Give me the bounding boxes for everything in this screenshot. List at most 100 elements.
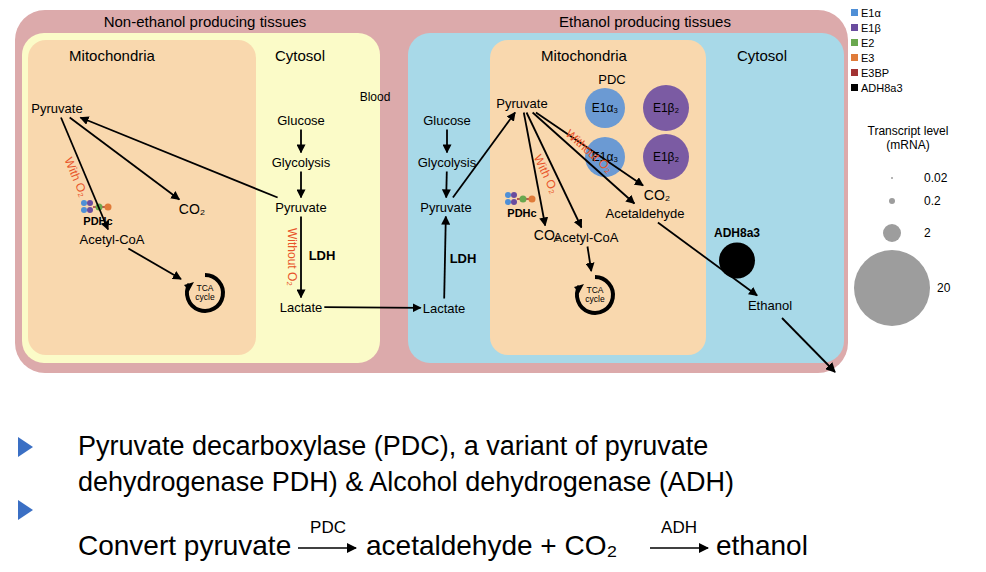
legend-swatch [851, 84, 858, 91]
legend-heading: Transcript level (mRNA) [858, 124, 958, 152]
metabolite-label: Glycolysis [418, 155, 477, 170]
metabolite-text: Lactate [423, 301, 466, 316]
legend-text: 0.02 [924, 171, 947, 185]
compartment-box: BloodNon-ethanol producing tissuesCytoso… [15, 10, 848, 373]
bullet-marker [18, 500, 33, 520]
legend-size-circle [889, 198, 895, 204]
region-label: Cytosol [737, 47, 787, 64]
reaction-arrow [650, 547, 708, 549]
metabolite-label: Pyruvate [496, 96, 547, 111]
metabolite-label: CO₂ [644, 188, 670, 203]
edge-label: Without O₂ [285, 228, 299, 286]
subunit-label: E1β₂ [653, 150, 679, 164]
metabolite-text: Lactate [280, 300, 323, 315]
complex-node: PDHc [504, 191, 540, 219]
legend-text: E1α [861, 7, 881, 19]
metabolite-text: CO₂ [179, 201, 205, 217]
transcript-circle [719, 243, 755, 279]
region-label: PDC [598, 72, 625, 87]
compartment-box: MitochondriaPyruvatePDCE1α₃E1β₂E1α₃E1β₂P… [490, 40, 706, 355]
legend-swatch [851, 54, 858, 61]
enzyme-complex: PDCE1α₃E1β₂E1α₃E1β₂ [578, 70, 700, 190]
cycle-node: TCA cycle [183, 271, 227, 315]
metabolite-label: Acetyl-CoA [79, 232, 144, 247]
metabolite-text: Glucose [277, 113, 325, 128]
metabolite-label: Glycolysis [272, 155, 331, 170]
metabolite-text: Pyruvate [420, 200, 471, 215]
metabolite-text: Pyruvate [275, 200, 326, 215]
metabolite-label: Glucose [423, 113, 471, 128]
legend-size-circle [883, 224, 901, 242]
text-label: ethanol [716, 530, 808, 562]
metabolite-label: CO₂ [179, 202, 205, 217]
legend-text: E3 [861, 52, 874, 64]
region-label: Cytosol [275, 47, 325, 64]
subunit-label: E1β₂ [653, 101, 679, 115]
metabolite-label: Ethanol [748, 298, 792, 313]
subunit-circle: E1β₂ [643, 134, 689, 180]
cycle-label: TCA cycle [190, 284, 220, 302]
complex-label: PDHc [507, 207, 536, 219]
text-label: ADH [661, 518, 697, 538]
metabolite-text: CO₂ [644, 187, 670, 203]
complex-icon [504, 191, 540, 207]
metabolite-label: Lactate [280, 300, 323, 315]
metabolite-text: Glucose [423, 113, 471, 128]
compartment-box: Ethanol producing tissuesCytosolMitochon… [408, 33, 844, 363]
text-label: PDC [310, 518, 346, 538]
metabolite-text: Acetyl-CoA [79, 232, 144, 247]
region-label: Blood [360, 90, 391, 104]
subunit-label: E1α₃ [592, 101, 619, 115]
region-label: Mitochondria [69, 47, 155, 64]
reaction-arrow [298, 547, 356, 549]
metabolite-label: Pyruvate [420, 200, 471, 215]
metabolite-label: Acetyl-CoA [553, 230, 618, 245]
metabolite-text: Glycolysis [418, 155, 477, 170]
legend-text: E2 [861, 37, 874, 49]
legend-text: 2 [924, 226, 931, 240]
metabolite-text: Ethanol [748, 298, 792, 313]
subunit-circle: E1α₃ [585, 88, 625, 128]
compartment-box: Non-ethanol producing tissuesCytosolMito… [22, 33, 380, 363]
subunit-circle: E1β₂ [643, 85, 689, 131]
metabolite-text: Pyruvate [31, 101, 82, 116]
cycle-node: TCA cycle [573, 273, 617, 317]
compartment-box: MitochondriaPyruvateCO₂ PDHcAcetyl-CoA TCA… [28, 40, 256, 355]
text-label: acetaldehyde + CO₂ [366, 530, 617, 562]
complex-node: PDHc [80, 199, 116, 227]
metabolite-label: Glucose [277, 113, 325, 128]
metabolite-label: Pyruvate [31, 101, 82, 116]
metabolite-label: Pyruvate [275, 200, 326, 215]
cycle-label: TCA cycle [580, 286, 610, 304]
legend-text: 0.2 [924, 194, 941, 208]
region-label: Mitochondria [541, 47, 627, 64]
legend-text: ADH8a3 [861, 82, 903, 94]
metabolite-text: Acetyl-CoA [553, 230, 618, 245]
region-label: Non-ethanol producing tissues [104, 13, 307, 30]
legend-swatch [851, 69, 858, 76]
legend-swatch [851, 24, 858, 31]
legend-size-circle [891, 177, 893, 179]
legend-swatch [851, 39, 858, 46]
text-label: LDH [309, 248, 336, 263]
metabolite-text: Acetaldehyde [606, 206, 685, 221]
legend-text: 20 [937, 281, 950, 295]
legend-text: E1β [861, 22, 881, 34]
complex-label: PDHc [83, 215, 112, 227]
text-label: Convert pyruvate [78, 530, 291, 562]
region-label: Ethanol producing tissues [559, 13, 731, 30]
legend-size-circle [854, 250, 930, 326]
complex-icon [80, 199, 116, 215]
bullet-text: Pyruvate decarboxylase (PDC), a variant … [78, 428, 838, 500]
legend-text: E3BP [861, 67, 889, 79]
legend-swatch [851, 9, 858, 16]
metabolite-label: Acetaldehyde [606, 206, 685, 221]
metabolite-label: Lactate [423, 301, 466, 316]
metabolite-text: Pyruvate [496, 96, 547, 111]
metabolite-text: Glycolysis [272, 155, 331, 170]
enzyme-label: ADH8a3 [714, 226, 760, 240]
bullet-marker [18, 437, 33, 457]
edge-label: LDH [450, 250, 477, 265]
enzyme-node: ADH8a3 [714, 226, 760, 279]
